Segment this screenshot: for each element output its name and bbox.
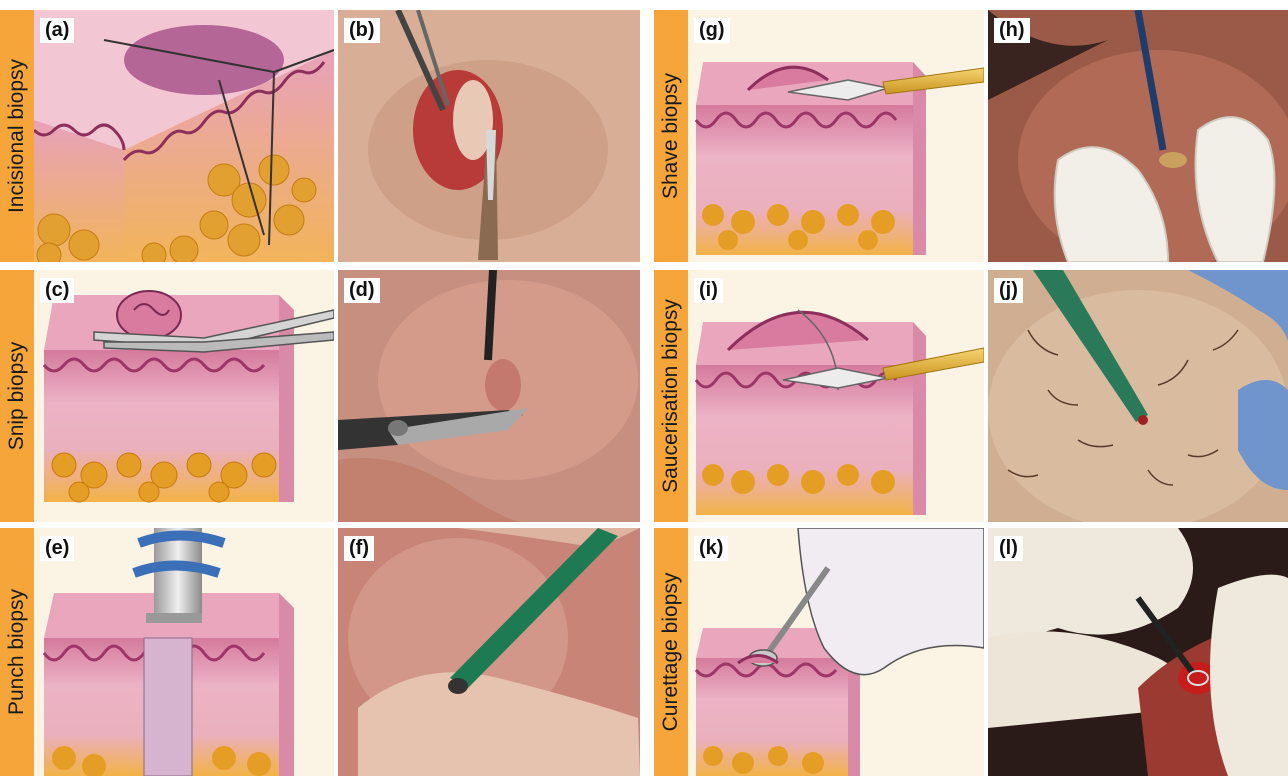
photo-snip: (d) (338, 270, 640, 522)
illustration-saucerisation: (i) (688, 270, 984, 522)
illustration-incisional: (a) (34, 10, 334, 262)
tab-label: Incisional biopsy (5, 59, 29, 213)
panel-label: (g) (694, 18, 730, 43)
photo-punch: (f) (338, 528, 640, 776)
tab-incisional-biopsy: Incisional biopsy (0, 10, 34, 262)
tab-saucerisation-biopsy: Saucerisation biopsy (654, 270, 688, 522)
panel-label: (k) (694, 536, 728, 561)
panel-label: (b) (344, 18, 380, 43)
illustration-punch: (e) (34, 528, 334, 776)
tab-punch-biopsy: Punch biopsy (0, 528, 34, 776)
tab-label: Punch biopsy (5, 589, 29, 715)
illustration-shave: (g) (688, 10, 984, 262)
photo-incisional: (b) (338, 10, 640, 262)
illustration-curettage: (k) (688, 528, 984, 776)
panel-label: (j) (994, 278, 1023, 303)
photo-curettage: (l) (988, 528, 1288, 776)
panel-label: (e) (40, 536, 74, 561)
illustration-snip: (c) (34, 270, 334, 522)
panel-label: (a) (40, 18, 74, 43)
tab-label: Curettage biopsy (659, 573, 683, 732)
panel-label: (h) (994, 18, 1030, 43)
panel-label: (l) (994, 536, 1023, 561)
photo-saucerisation: (j) (988, 270, 1288, 522)
tab-shave-biopsy: Shave biopsy (654, 10, 688, 262)
panel-label: (c) (40, 278, 74, 303)
tab-snip-biopsy: Snip biopsy (0, 270, 34, 522)
tab-curettage-biopsy: Curettage biopsy (654, 528, 688, 776)
tab-label: Saucerisation biopsy (659, 299, 683, 493)
photo-shave: (h) (988, 10, 1288, 262)
tab-label: Shave biopsy (659, 73, 683, 199)
tab-label: Snip biopsy (5, 342, 29, 451)
panel-label: (d) (344, 278, 380, 303)
panel-label: (i) (694, 278, 723, 303)
panel-label: (f) (344, 536, 374, 561)
